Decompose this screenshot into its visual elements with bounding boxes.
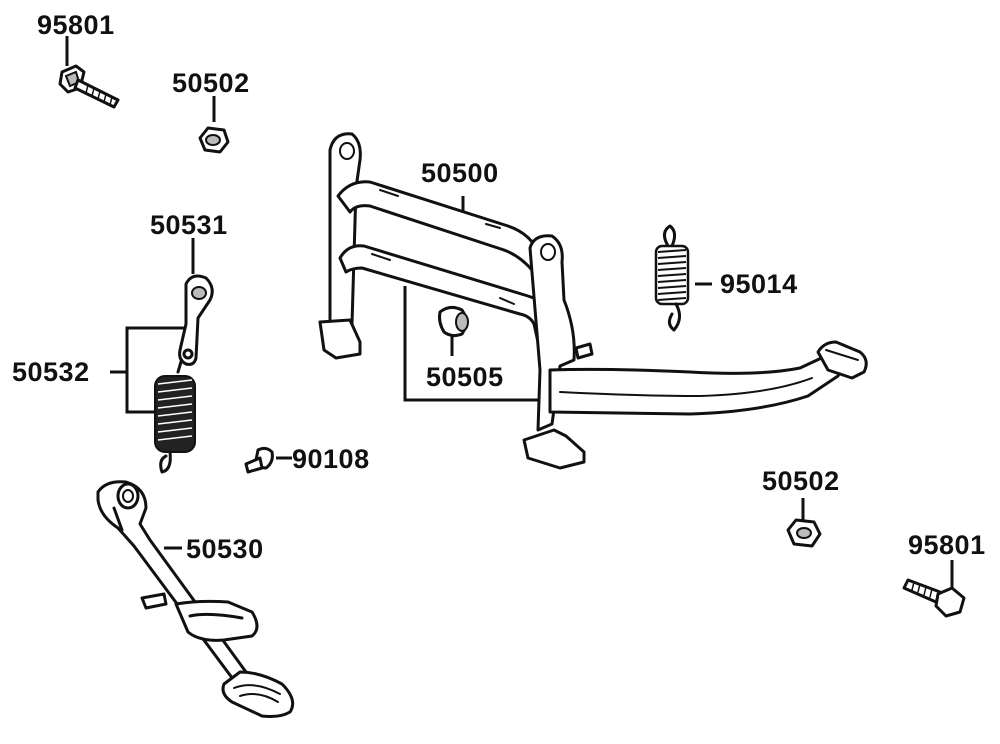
bushing-50505 — [438, 305, 469, 356]
label-90108: 90108 — [292, 444, 370, 474]
label-50530: 50530 — [186, 534, 264, 564]
main-stand-50500 — [318, 132, 868, 470]
label-50502-right: 50502 — [762, 466, 840, 496]
label-50505: 50505 — [426, 362, 504, 392]
label-50531: 50531 — [150, 210, 228, 240]
bracket-50531 — [178, 238, 214, 366]
label-95801-top-left: 95801 — [37, 10, 115, 40]
bolt-90108 — [244, 446, 292, 474]
label-95014: 95014 — [720, 269, 798, 299]
bolt-95801-right — [902, 560, 966, 618]
nut-50502-top — [198, 96, 230, 154]
label-50500: 50500 — [421, 158, 499, 188]
label-50532: 50532 — [12, 357, 90, 387]
bolt-95801-top-left — [58, 36, 120, 109]
label-50502-top: 50502 — [172, 68, 250, 98]
label-95801-right: 95801 — [908, 530, 986, 560]
spring-50532 — [110, 326, 196, 474]
nut-50502-right — [786, 498, 822, 548]
side-stand-50530 — [96, 480, 295, 718]
spring-95014 — [654, 224, 712, 332]
